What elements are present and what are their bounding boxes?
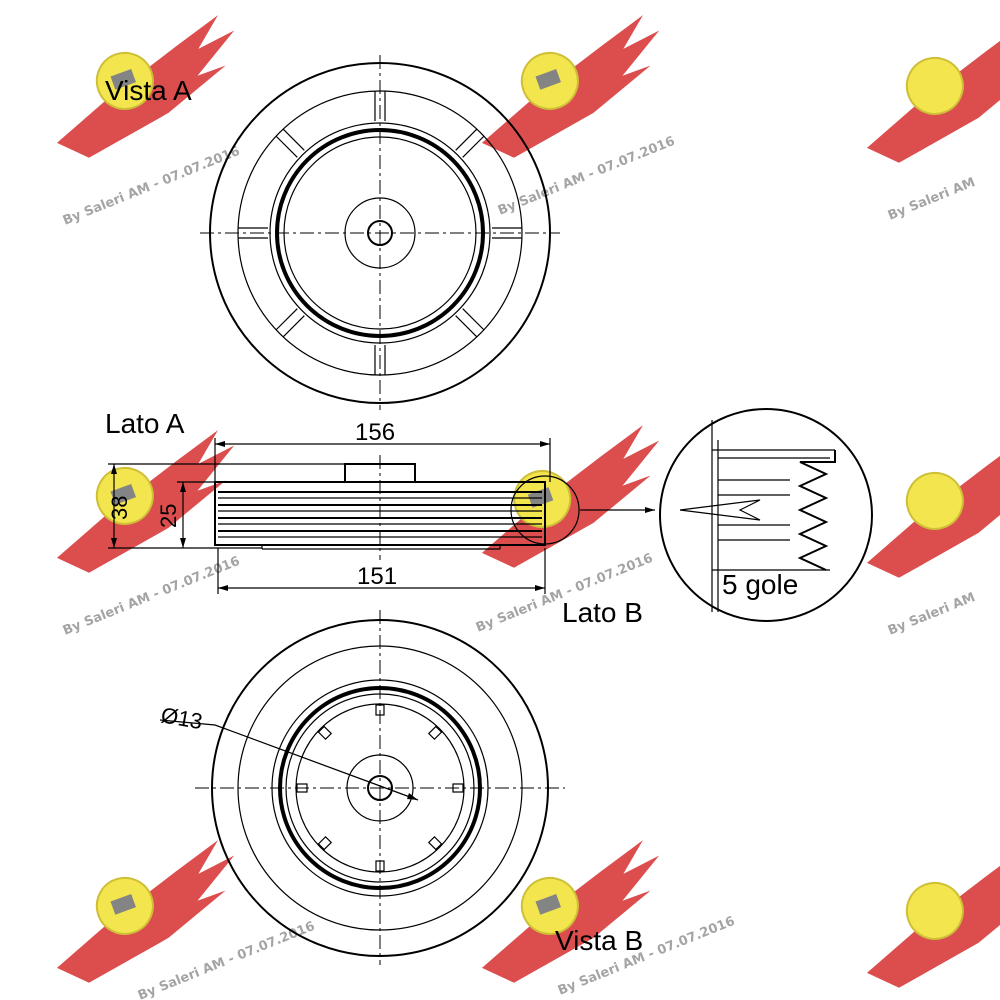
watermark-logo	[56, 15, 235, 158]
grooves-label: 5 gole	[722, 569, 798, 600]
slot-tab	[375, 704, 385, 716]
watermark-text: By Saleri AM	[886, 175, 978, 224]
watermark-logo	[866, 20, 1000, 163]
dimension-outer-diameter: 156	[355, 419, 395, 446]
dimension-total-width: 38	[107, 496, 132, 520]
side-b-label: Lato B	[562, 597, 643, 628]
rib-line	[462, 135, 485, 158]
rib-line	[455, 128, 478, 151]
view-a-drawing	[200, 55, 560, 410]
groove-detail	[659, 408, 873, 622]
watermark-logo	[56, 840, 235, 983]
slot-tab	[427, 835, 443, 851]
rib-line	[282, 315, 305, 338]
view-b-drawing	[159, 610, 565, 965]
watermark-logo	[481, 15, 660, 158]
watermark-text: By Saleri AM	[886, 590, 978, 639]
side-a-label: Lato A	[105, 408, 185, 439]
dimension-hub-width: 25	[156, 504, 181, 528]
watermark-logo	[866, 845, 1000, 988]
belt-grooves	[218, 491, 542, 538]
side-section-drawing	[108, 438, 655, 594]
rib-line	[462, 308, 485, 331]
dimension-pulley-diameter: 151	[357, 563, 397, 590]
slot-tab	[452, 783, 464, 793]
rib-line	[275, 135, 298, 158]
view-b-slots	[296, 704, 464, 872]
slot-tab	[317, 725, 333, 741]
rib-line	[282, 128, 305, 151]
dimension-bore-diameter: Ø13	[159, 702, 204, 734]
slot-tab	[317, 835, 333, 851]
slot-tab	[296, 783, 308, 793]
view-a-label: Vista A	[105, 75, 192, 106]
watermark-logo	[481, 840, 660, 983]
watermark-logo	[866, 435, 1000, 578]
view-a-ribs	[238, 91, 522, 375]
slot-tab	[427, 725, 443, 741]
rib-line	[455, 315, 478, 338]
rib-line	[275, 308, 298, 331]
watermark-logo	[481, 425, 660, 568]
slot-tab	[375, 860, 385, 872]
view-b-label: Vista B	[555, 925, 643, 956]
